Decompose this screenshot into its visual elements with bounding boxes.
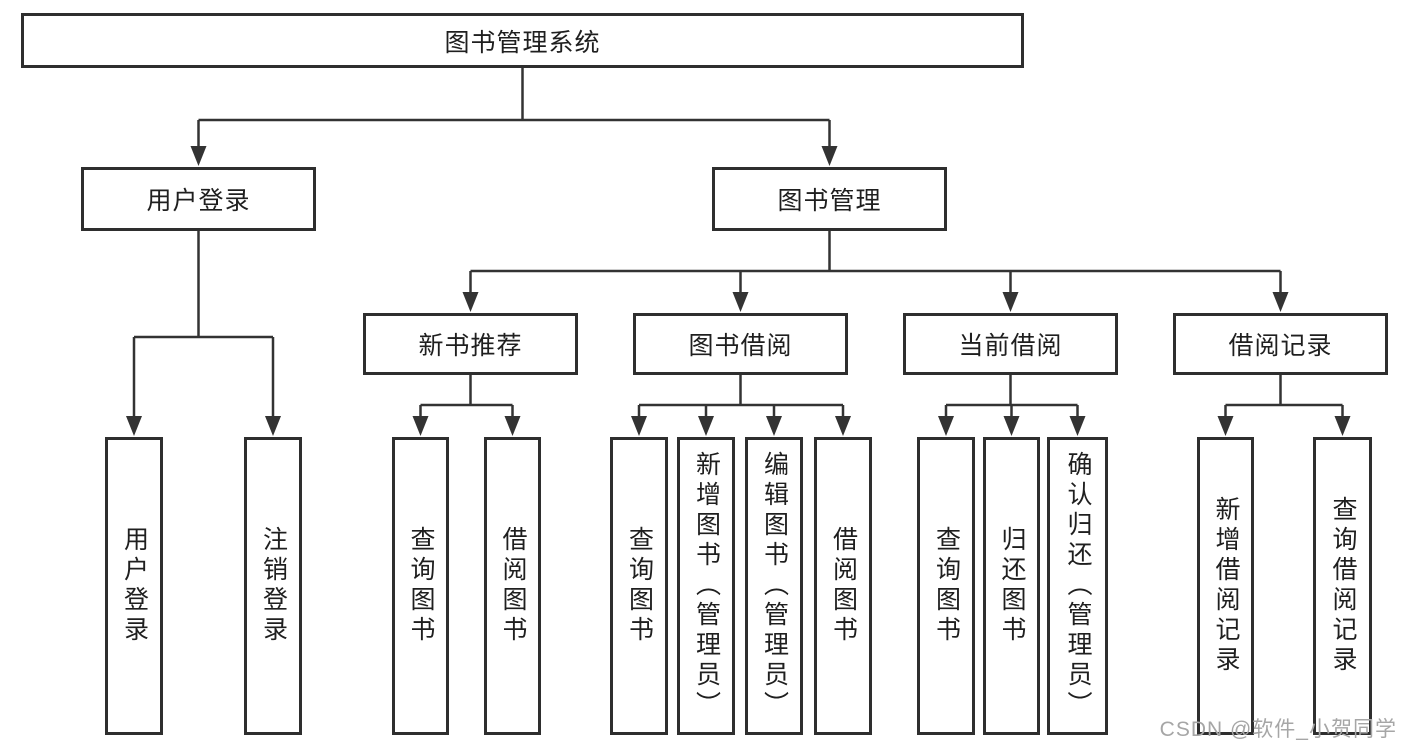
leaf-br-query-record-label: 查询借阅记录 xyxy=(1329,496,1357,676)
arrow-bb-query xyxy=(631,416,647,436)
leaf-bb-edit-books-admin-label: 编辑图书（管理员） xyxy=(760,451,789,721)
arrow-to-current-borrow xyxy=(1002,292,1019,312)
leaf-cb-return-books-label: 归还图书 xyxy=(998,526,1026,646)
branch-user-login-label: 用户登录 xyxy=(146,187,251,215)
arrow-cb-return xyxy=(1003,416,1020,436)
leaf-nbr-query-books-label: 查询图书 xyxy=(407,526,435,646)
leaf-br-query-record: 查询借阅记录 xyxy=(1313,437,1372,735)
connector-current-borrow-children xyxy=(944,375,1079,418)
leaf-user-login: 用户登录 xyxy=(105,437,163,735)
connector-book-management-children xyxy=(469,231,1282,294)
leaf-bb-query-books-label: 查询图书 xyxy=(625,526,654,646)
arrow-nbr-borrow xyxy=(504,416,521,436)
arrow-to-user-login-leaf xyxy=(126,416,142,436)
leaf-nbr-query-books: 查询图书 xyxy=(392,437,449,735)
node-root: 图书管理系统 xyxy=(21,13,1024,68)
arrow-to-book-management-branch xyxy=(821,146,838,166)
connector-new-book-recommend-children xyxy=(419,375,514,418)
connector-root-to-level2 xyxy=(197,68,831,148)
leaf-cb-confirm-return-admin-label: 确认归还（管理员） xyxy=(1064,451,1092,721)
watermark: CSDN @软件_小贺同学 xyxy=(1159,718,1397,741)
group-book-borrow-label: 图书借阅 xyxy=(688,332,793,360)
leaf-logout: 注销登录 xyxy=(244,437,302,735)
leaf-user-login-label: 用户登录 xyxy=(120,526,149,646)
group-new-book-recommend: 新书推荐 xyxy=(363,313,578,375)
leaf-bb-query-books: 查询图书 xyxy=(610,437,668,735)
branch-book-management: 图书管理 xyxy=(712,167,947,231)
group-book-borrow: 图书借阅 xyxy=(633,313,848,375)
branch-book-management-label: 图书管理 xyxy=(777,187,882,215)
arrow-cb-query xyxy=(938,416,954,436)
arrow-to-user-login-branch xyxy=(190,146,207,166)
group-current-borrow: 当前借阅 xyxy=(903,313,1118,375)
leaf-cb-confirm-return-admin: 确认归还（管理员） xyxy=(1047,437,1108,735)
group-borrow-records-label: 借阅记录 xyxy=(1228,332,1333,360)
arrow-to-book-borrow xyxy=(732,292,749,312)
connector-borrow-records-children xyxy=(1224,375,1344,418)
leaf-bb-borrow-books-label: 借阅图书 xyxy=(829,526,858,646)
leaf-br-add-record: 新增借阅记录 xyxy=(1197,437,1254,735)
leaf-cb-return-books: 归还图书 xyxy=(983,437,1040,735)
leaf-bb-borrow-books: 借阅图书 xyxy=(814,437,872,735)
arrow-to-new-book-recommend xyxy=(462,292,479,312)
leaf-bb-add-books-admin-label: 新增图书（管理员） xyxy=(692,451,721,721)
branch-user-login: 用户登录 xyxy=(81,167,316,231)
leaf-logout-label: 注销登录 xyxy=(259,526,288,646)
arrow-bb-borrow xyxy=(835,416,851,436)
leaf-nbr-borrow-books: 借阅图书 xyxy=(484,437,541,735)
node-root-label: 图书管理系统 xyxy=(444,28,601,57)
leaf-cb-query-books: 查询图书 xyxy=(917,437,975,735)
arrow-to-logout-leaf xyxy=(265,416,281,436)
leaf-cb-query-books-label: 查询图书 xyxy=(932,526,961,646)
group-borrow-records: 借阅记录 xyxy=(1173,313,1388,375)
arrow-to-borrow-records xyxy=(1272,292,1289,312)
arrow-bb-edit xyxy=(766,416,782,436)
arrow-br-add xyxy=(1217,416,1234,436)
arrow-nbr-query xyxy=(412,416,429,436)
leaf-br-add-record-label: 新增借阅记录 xyxy=(1212,496,1240,676)
arrow-cb-confirm xyxy=(1069,416,1086,436)
leaf-bb-add-books-admin: 新增图书（管理员） xyxy=(677,437,735,735)
arrow-br-query xyxy=(1334,416,1351,436)
leaf-nbr-borrow-books-label: 借阅图书 xyxy=(499,526,527,646)
group-current-borrow-label: 当前借阅 xyxy=(958,332,1063,360)
leaf-bb-edit-books-admin: 编辑图书（管理员） xyxy=(745,437,803,735)
connector-user-login-children xyxy=(132,231,275,418)
arrow-bb-add xyxy=(698,416,714,436)
group-new-book-recommend-label: 新书推荐 xyxy=(418,332,523,360)
connector-book-borrow-children xyxy=(637,375,845,418)
